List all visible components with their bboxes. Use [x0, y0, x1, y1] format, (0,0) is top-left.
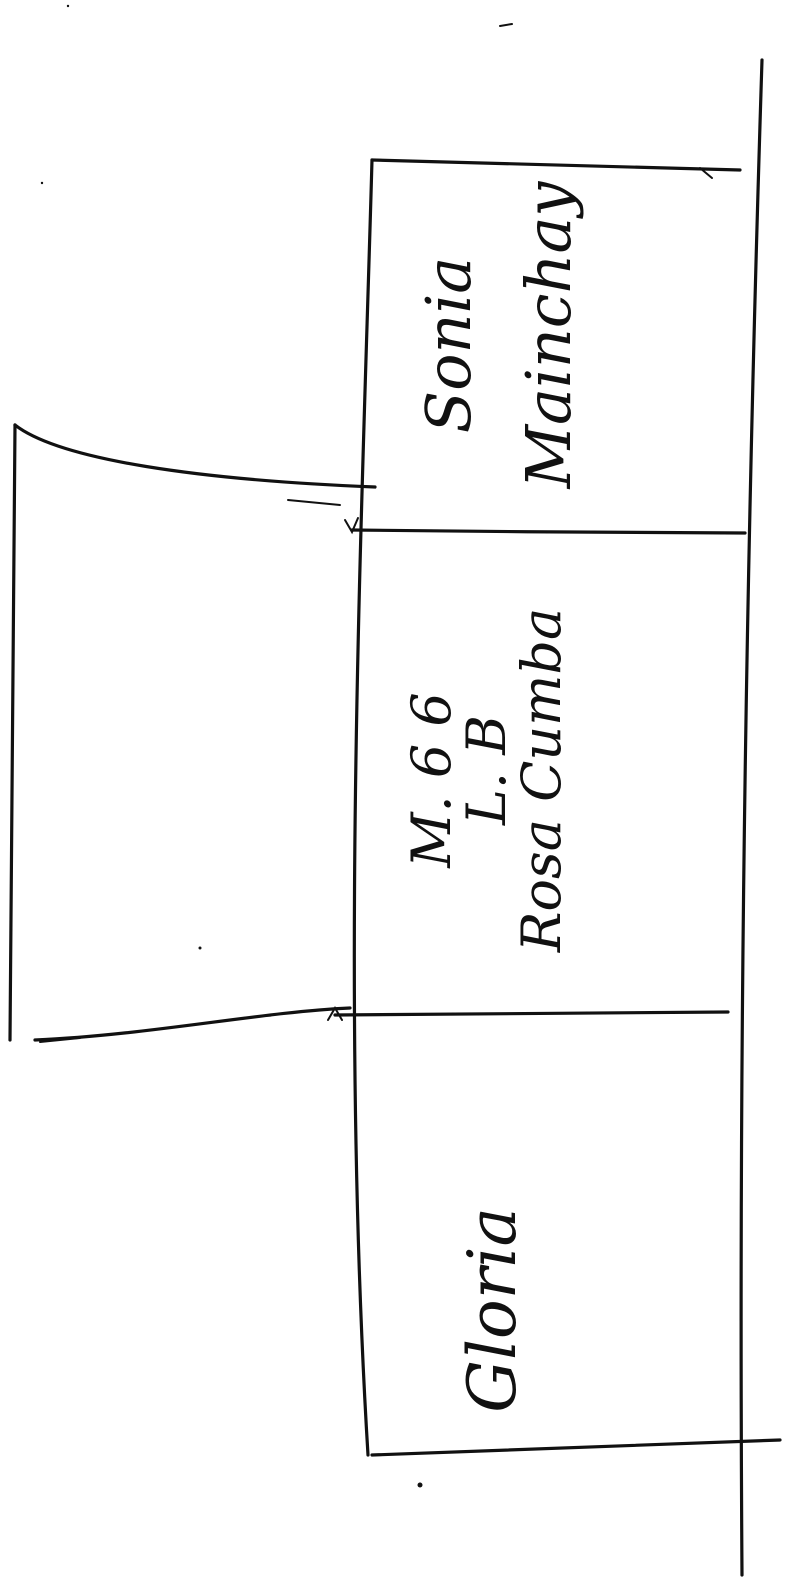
cell-2-line-3: Rosa Cumba: [510, 608, 573, 953]
cell-2-text: M. 6 6 L. B Rosa Cumba: [400, 608, 573, 953]
divider-upper: [352, 530, 745, 533]
ink-speck: [199, 947, 202, 950]
bracket-tick-upper: [288, 500, 340, 505]
ink-speck: [41, 182, 43, 184]
cell-2-line-2: L. B: [455, 715, 518, 826]
bracket-top: [15, 425, 375, 487]
box-bottom-edge: [372, 1440, 780, 1455]
ink-speck: [418, 1483, 423, 1488]
bracket-bottom: [35, 1008, 350, 1040]
ink-mark: [500, 24, 512, 26]
box-left-edge: [354, 160, 372, 1455]
cell-1-text: Sonia Mainchay: [412, 181, 585, 490]
cell-3-line-1: Gloria: [454, 1207, 531, 1413]
cell-2-line-1: M. 6 6: [400, 692, 463, 869]
ink-speck: [67, 5, 69, 7]
cell-3-text: Gloria: [454, 1207, 531, 1413]
divider-lower: [335, 1012, 728, 1015]
cell-1-line-2: Mainchay: [512, 181, 585, 490]
box-top-edge: [372, 160, 740, 170]
outer-right-line: [741, 60, 762, 1575]
cell-1-line-1: Sonia: [412, 257, 485, 434]
bracket-left: [10, 425, 15, 1040]
